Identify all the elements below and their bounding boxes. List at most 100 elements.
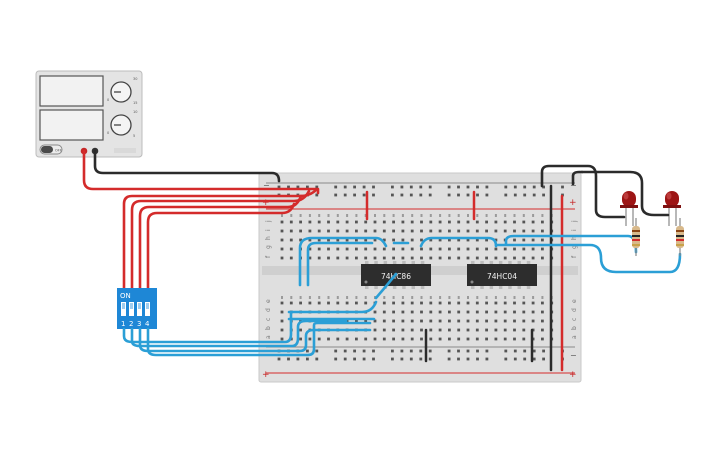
wire-dip1-power[interactable] <box>122 188 318 290</box>
breadboard-hole[interactable] <box>429 328 433 332</box>
breadboard-hole[interactable] <box>280 238 284 242</box>
breadboard-hole[interactable] <box>504 357 508 361</box>
breadboard-hole[interactable] <box>353 349 356 353</box>
breadboard-hole[interactable] <box>522 247 526 251</box>
breadboard-hole[interactable] <box>343 349 347 353</box>
breadboard-hole[interactable] <box>373 328 377 332</box>
breadboard-hole[interactable] <box>485 319 488 323</box>
breadboard-hole[interactable] <box>327 301 330 305</box>
wire-dip3-out[interactable] <box>138 327 372 353</box>
breadboard-hole[interactable] <box>485 328 488 332</box>
breadboard-hole[interactable] <box>419 357 423 361</box>
wire-gnd-stub[interactable] <box>571 170 584 186</box>
breadboard-hole[interactable] <box>513 328 516 332</box>
breadboard-hole[interactable] <box>401 337 405 341</box>
breadboard-hole[interactable] <box>372 349 375 353</box>
breadboard-hole[interactable] <box>542 193 545 197</box>
breadboard-hole[interactable] <box>457 193 460 197</box>
breadboard-hole[interactable] <box>373 229 377 233</box>
breadboard-hole[interactable] <box>466 247 470 251</box>
breadboard-hole[interactable] <box>532 185 536 189</box>
breadboard-hole[interactable] <box>494 220 498 224</box>
breadboard-hole[interactable] <box>448 238 451 242</box>
breadboard-hole[interactable] <box>448 328 451 332</box>
breadboard-hole[interactable] <box>317 247 321 251</box>
breadboard-hole[interactable] <box>373 319 377 323</box>
breadboard-hole[interactable] <box>336 238 340 242</box>
breadboard-hole[interactable] <box>327 229 330 233</box>
breadboard-hole[interactable] <box>475 328 479 332</box>
breadboard-hole[interactable] <box>475 229 479 233</box>
breadboard-hole[interactable] <box>485 229 488 233</box>
voltage-knob[interactable] <box>110 81 132 103</box>
breadboard-hole[interactable] <box>308 337 312 341</box>
breadboard-hole[interactable] <box>438 319 442 323</box>
breadboard-hole[interactable] <box>410 256 414 260</box>
breadboard-hole[interactable] <box>485 256 488 260</box>
breadboard-hole[interactable] <box>289 229 293 233</box>
breadboard-hole[interactable] <box>400 357 404 361</box>
breadboard-hole[interactable] <box>513 337 516 341</box>
breadboard-hole[interactable] <box>401 328 405 332</box>
breadboard-hole[interactable] <box>410 247 414 251</box>
breadboard-hole[interactable] <box>485 310 488 314</box>
breadboard-hole[interactable] <box>400 185 404 189</box>
dip-switch[interactable]: ON 1 2 3 4 <box>117 288 157 329</box>
breadboard-hole[interactable] <box>410 328 414 332</box>
breadboard-hole[interactable] <box>419 185 423 189</box>
breadboard-hole[interactable] <box>429 220 433 224</box>
breadboard-hole[interactable] <box>392 220 395 224</box>
breadboard-hole[interactable] <box>457 319 461 323</box>
breadboard-hole[interactable] <box>317 301 321 305</box>
breadboard-hole[interactable] <box>410 301 414 305</box>
breadboard-hole[interactable] <box>299 229 302 233</box>
breadboard-hole[interactable] <box>287 185 290 189</box>
breadboard-hole[interactable] <box>420 310 423 314</box>
breadboard-hole[interactable] <box>438 337 442 341</box>
breadboard-hole[interactable] <box>382 247 386 251</box>
breadboard-hole[interactable] <box>362 357 366 361</box>
breadboard-hole[interactable] <box>475 256 479 260</box>
breadboard-hole[interactable] <box>504 185 508 189</box>
breadboard-hole[interactable] <box>280 310 284 314</box>
breadboard-hole[interactable] <box>522 328 526 332</box>
breadboard-hole[interactable] <box>504 193 508 197</box>
breadboard-hole[interactable] <box>541 229 544 233</box>
breadboard-hole[interactable] <box>280 337 284 341</box>
board-jumpers[interactable] <box>365 184 564 372</box>
breadboard-hole[interactable] <box>420 220 423 224</box>
breadboard-hole[interactable] <box>438 256 442 260</box>
breadboard-hole[interactable] <box>382 256 386 260</box>
breadboard-hole[interactable] <box>355 247 358 251</box>
breadboard-hole[interactable] <box>494 247 498 251</box>
breadboard-hole[interactable] <box>373 256 377 260</box>
breadboard-hole[interactable] <box>345 229 349 233</box>
breadboard-hole[interactable] <box>523 349 527 353</box>
breadboard-hole[interactable] <box>494 229 498 233</box>
breadboard-hole[interactable] <box>391 349 394 353</box>
breadboard-hole[interactable] <box>532 357 536 361</box>
breadboard-hole[interactable] <box>541 220 544 224</box>
breadboard-hole[interactable] <box>296 357 300 361</box>
breadboard-hole[interactable] <box>364 229 368 233</box>
breadboard-hole[interactable] <box>466 319 470 323</box>
wire-gnd-led2[interactable] <box>580 170 670 217</box>
breadboard-hole[interactable] <box>392 310 395 314</box>
wire-input-row-1[interactable] <box>287 300 378 314</box>
wire-supply-positive[interactable] <box>82 149 320 195</box>
breadboard-hole[interactable] <box>531 229 535 233</box>
breadboard-hole[interactable] <box>475 238 479 242</box>
breadboard-hole[interactable] <box>429 229 433 233</box>
breadboard-hole[interactable] <box>343 357 347 361</box>
breadboard-hole[interactable] <box>457 229 461 233</box>
breadboard-hole[interactable] <box>410 220 414 224</box>
wire-dip2-out[interactable] <box>130 319 348 348</box>
breadboard-hole[interactable] <box>410 319 414 323</box>
breadboard-hole[interactable] <box>372 357 375 361</box>
wire-xor-to-inverter[interactable] <box>419 236 498 248</box>
breadboard-hole[interactable] <box>409 357 413 361</box>
breadboard-hole[interactable] <box>448 310 451 314</box>
breadboard-hole[interactable] <box>494 328 498 332</box>
breadboard-hole[interactable] <box>355 301 358 305</box>
wire-supply-negative[interactable] <box>93 149 281 183</box>
